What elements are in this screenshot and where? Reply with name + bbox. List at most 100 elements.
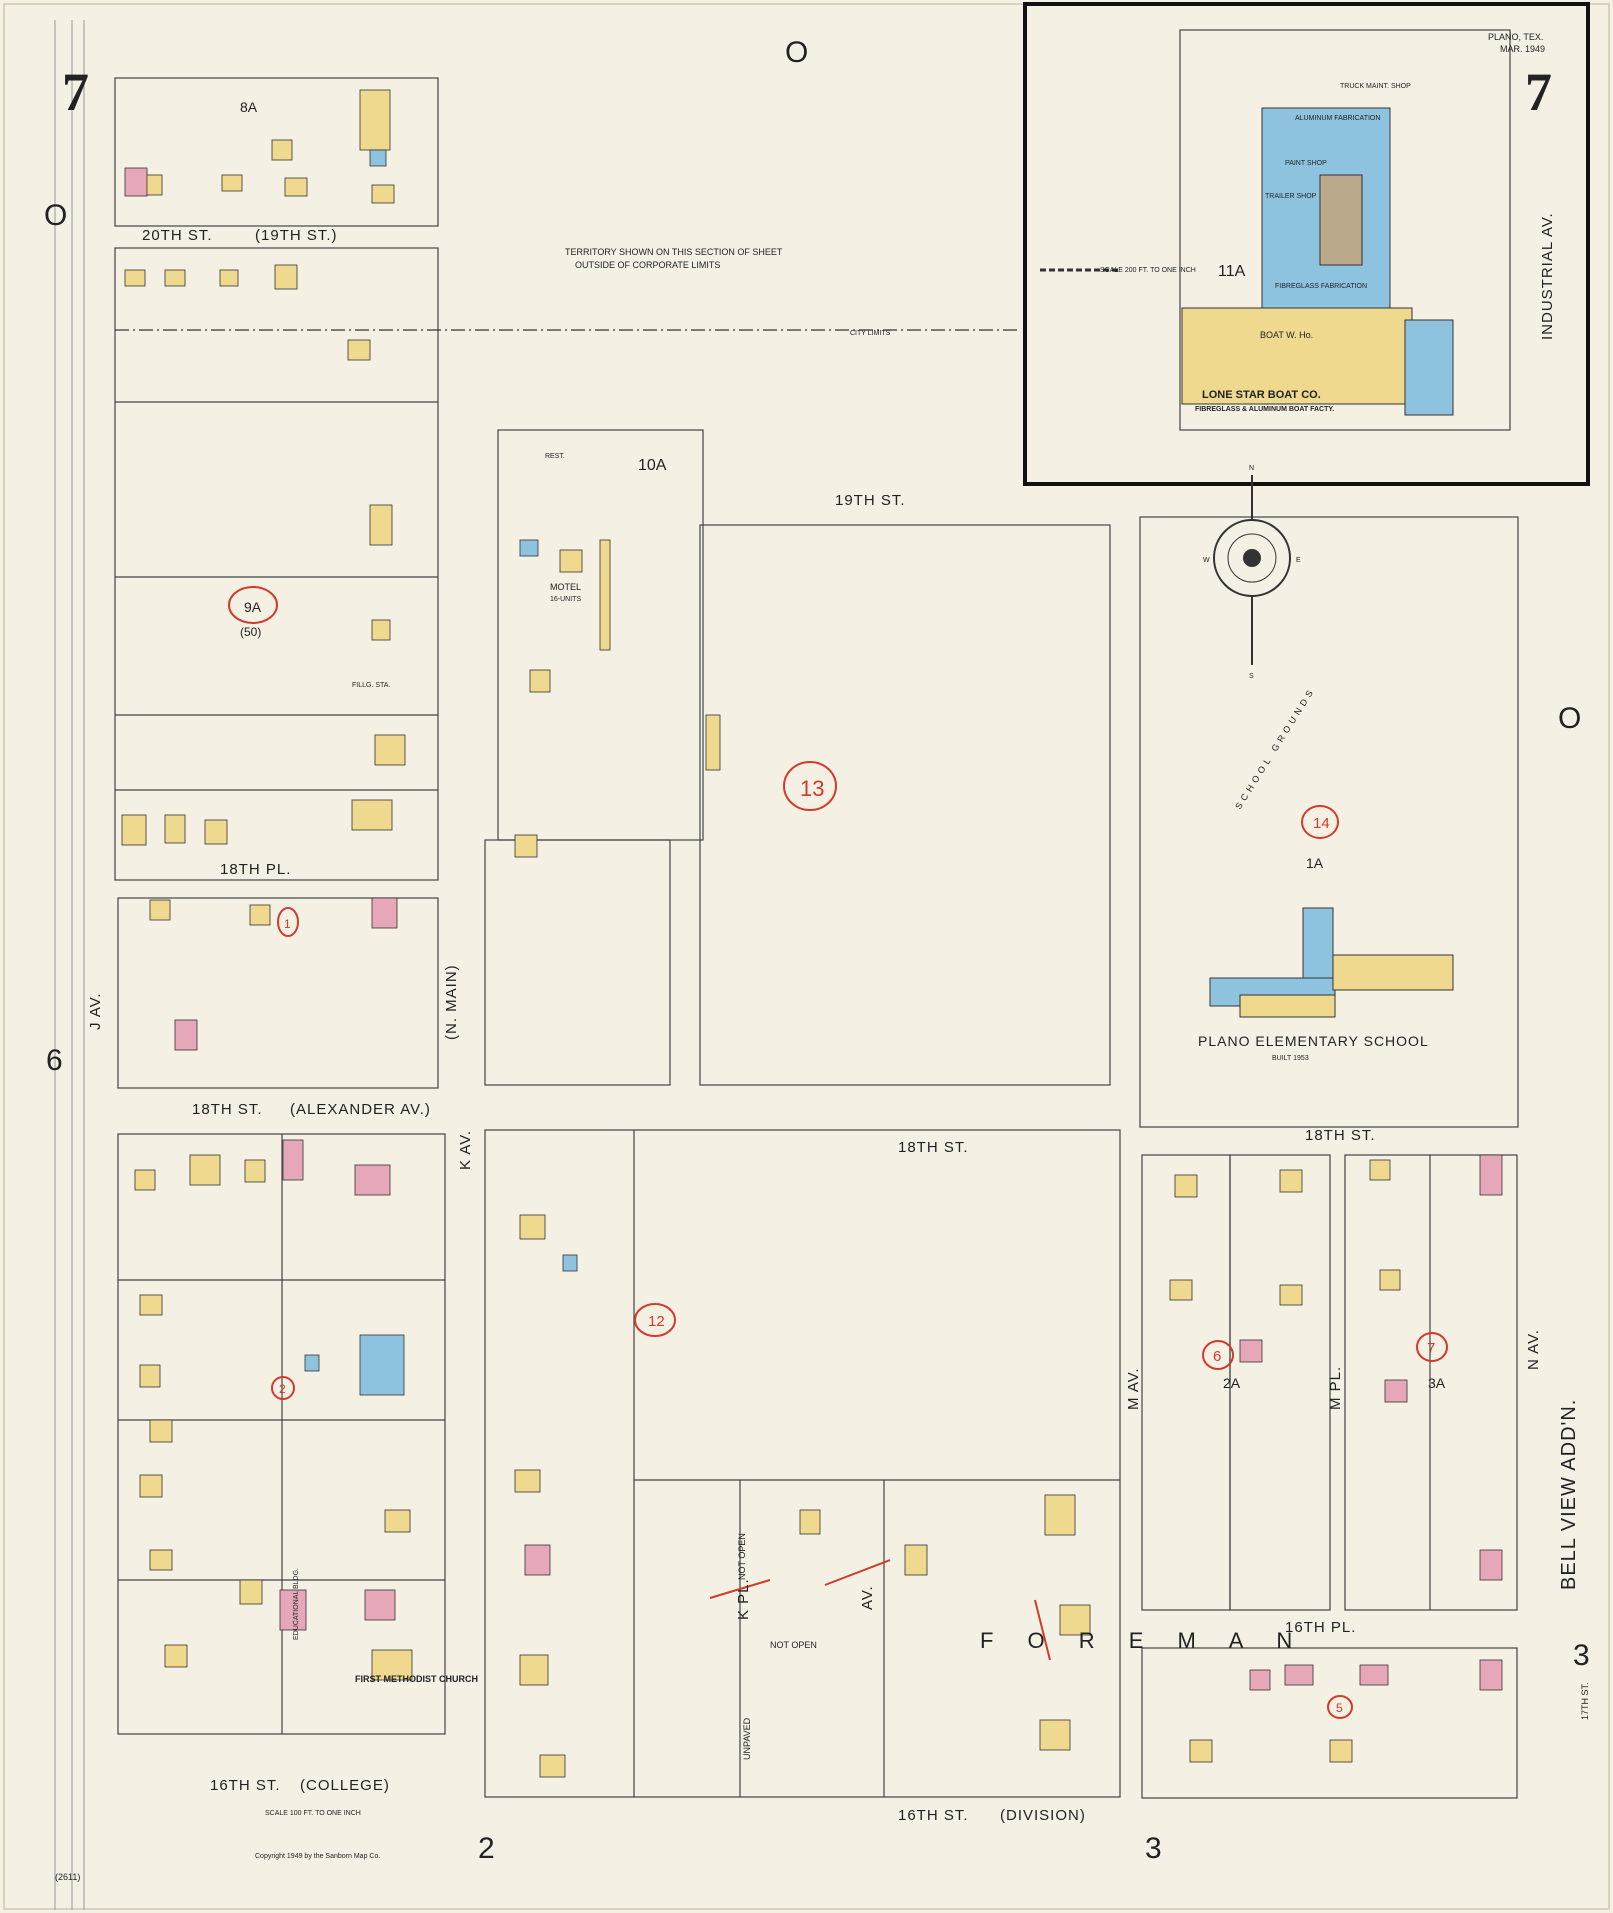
block-1a: 1A [1306,855,1324,871]
trailer-label: TRAILER SHOP [1265,193,1317,200]
street-18th-pl: 18TH PL. [220,861,291,878]
copyright: Copyright 1949 by the Sanborn Map Co. [255,1853,380,1860]
territory-note-2: OUTSIDE OF CORPORATE LIMITS [575,260,720,270]
street-17th: 17TH ST. [1580,1682,1590,1720]
street-main: (N. MAIN) [443,964,460,1040]
red-14: 14 [1313,815,1330,832]
compass-e: E [1296,557,1301,564]
rest-label: REST. [545,453,565,460]
circle-5 [1327,1695,1353,1719]
edge-o-right: O [1558,702,1581,735]
paint-label: PAINT SHOP [1285,160,1327,167]
street-18th-e: 18TH ST. [1305,1127,1376,1144]
edge-o-left: O [44,199,67,232]
aluminum-label: ALUMINUM FABRICATION [1295,115,1380,122]
sheet-number-left: 7 [62,62,89,122]
boat-co-label: LONE STAR BOAT CO. [1202,389,1321,401]
filling-label: FILLG. STA. [352,682,390,689]
red-strikes [709,1559,1051,1661]
block-9a: 9A [244,599,262,615]
street-19th: 19TH ST. [835,492,906,509]
compass-rose [1213,475,1291,665]
block-10a: 10A [638,457,667,474]
street-16th-pl: 16TH PL. [1285,1619,1356,1636]
main-scale: SCALE 100 FT. TO ONE INCH [265,1810,361,1817]
dwellings [121,89,1401,1778]
street-16th-mid-alt: (DIVISION) [1000,1807,1086,1824]
boat-wh-label: BOAT W. Ho. [1260,330,1313,340]
street-16th-w-alt: (COLLEGE) [300,1777,390,1794]
street-l-av: AV. [859,1585,876,1610]
street-j-av: J AV. [87,992,104,1030]
church-label: FIRST METHODIST CHURCH [355,1674,478,1684]
street-n-av: N AV. [1525,1329,1542,1370]
red-1: 1 [284,917,291,931]
compass-s: S [1249,673,1254,680]
east-blocks [1141,1154,1518,1799]
street-industrial: INDUSTRIAL AV. [1539,212,1556,340]
street-16th-mid: 16TH ST. [898,1807,969,1824]
west-blocks [114,77,446,1735]
city-limits-label: CITY LIMITS [850,330,891,337]
sheet-number-right: 7 [1525,62,1552,122]
block-2a: 2A [1223,1375,1241,1391]
edge-o-top: O [785,36,808,69]
sheet-code: (2611) [55,1872,80,1882]
red-2: 2 [279,1382,286,1396]
circle-9a [228,586,278,624]
edge-three-right: 3 [1573,1639,1590,1672]
edge-two-bottom: 2 [478,1832,495,1865]
compass-n: N [1249,465,1254,472]
street-16th-w: 16TH ST. [210,1777,281,1794]
red-7: 7 [1427,1340,1435,1357]
motel-label: MOTEL [550,582,581,592]
concrete-buildings [304,149,578,1396]
not-open-label-2: NOT OPEN [770,1640,817,1650]
red-5: 5 [1336,1701,1343,1715]
compass-w: W [1203,557,1210,564]
street-k-pl: K PL. [735,1578,752,1620]
circle-14 [1301,805,1339,839]
city-label: PLANO, TEX. [1488,32,1543,42]
middle-blocks [484,429,1121,1798]
block-50: (50) [240,625,261,639]
red-12: 12 [648,1313,665,1330]
territory-note: TERRITORY SHOWN ON THIS SECTION OF SHEET [565,247,783,257]
edge-six-left: 6 [46,1044,63,1077]
block-11a: 11A [1218,263,1246,280]
block-3a: 3A [1428,1375,1446,1391]
street-18th-alt: (ALEXANDER AV.) [290,1101,431,1118]
school-label: PLANO ELEMENTARY SCHOOL [1198,1033,1429,1049]
street-m-pl: M PL. [1327,1366,1344,1410]
street-18th-mid: 18TH ST. [898,1139,969,1156]
red-13: 13 [800,776,824,801]
street-20th-alt: (19TH ST.) [255,227,338,244]
street-m-av: M AV. [1125,1367,1142,1410]
motel-units: 16-UNITS [550,596,581,603]
boat-factory [1181,107,1454,416]
boat-co-label-2: FIBREGLASS & ALUMINUM BOAT FACTY. [1195,406,1334,413]
truck-label: TRUCK MAINT. SHOP [1340,83,1411,90]
fibreglass-label: FIBREGLASS FABRICATION [1275,283,1367,290]
school-block [1139,516,1519,1128]
date-label: MAR. 1949 [1500,44,1545,54]
educational-label: EDUCATIONAL BLDG. [293,1568,300,1640]
edge-three-bottom: 3 [1145,1832,1162,1865]
school-built: BUILT 1953 [1272,1055,1309,1062]
brick-buildings [124,167,1503,1691]
circle-7 [1416,1332,1448,1362]
red-6: 6 [1213,1348,1221,1365]
inset-scale: SCALE 200 FT. TO ONE INCH [1100,267,1196,274]
circle-12 [634,1303,676,1337]
street-18th-w: 18TH ST. [192,1101,263,1118]
foreman-frontage: F O R E M A N [980,1628,1306,1653]
circle-1 [277,907,299,937]
circle-13 [783,761,837,811]
block-8a: 8A [240,99,258,115]
circle-6 [1202,1340,1234,1370]
not-open-label: NOT OPEN [737,1533,747,1580]
street-k-av: K AV. [457,1130,474,1170]
school-building [1209,907,1454,1018]
